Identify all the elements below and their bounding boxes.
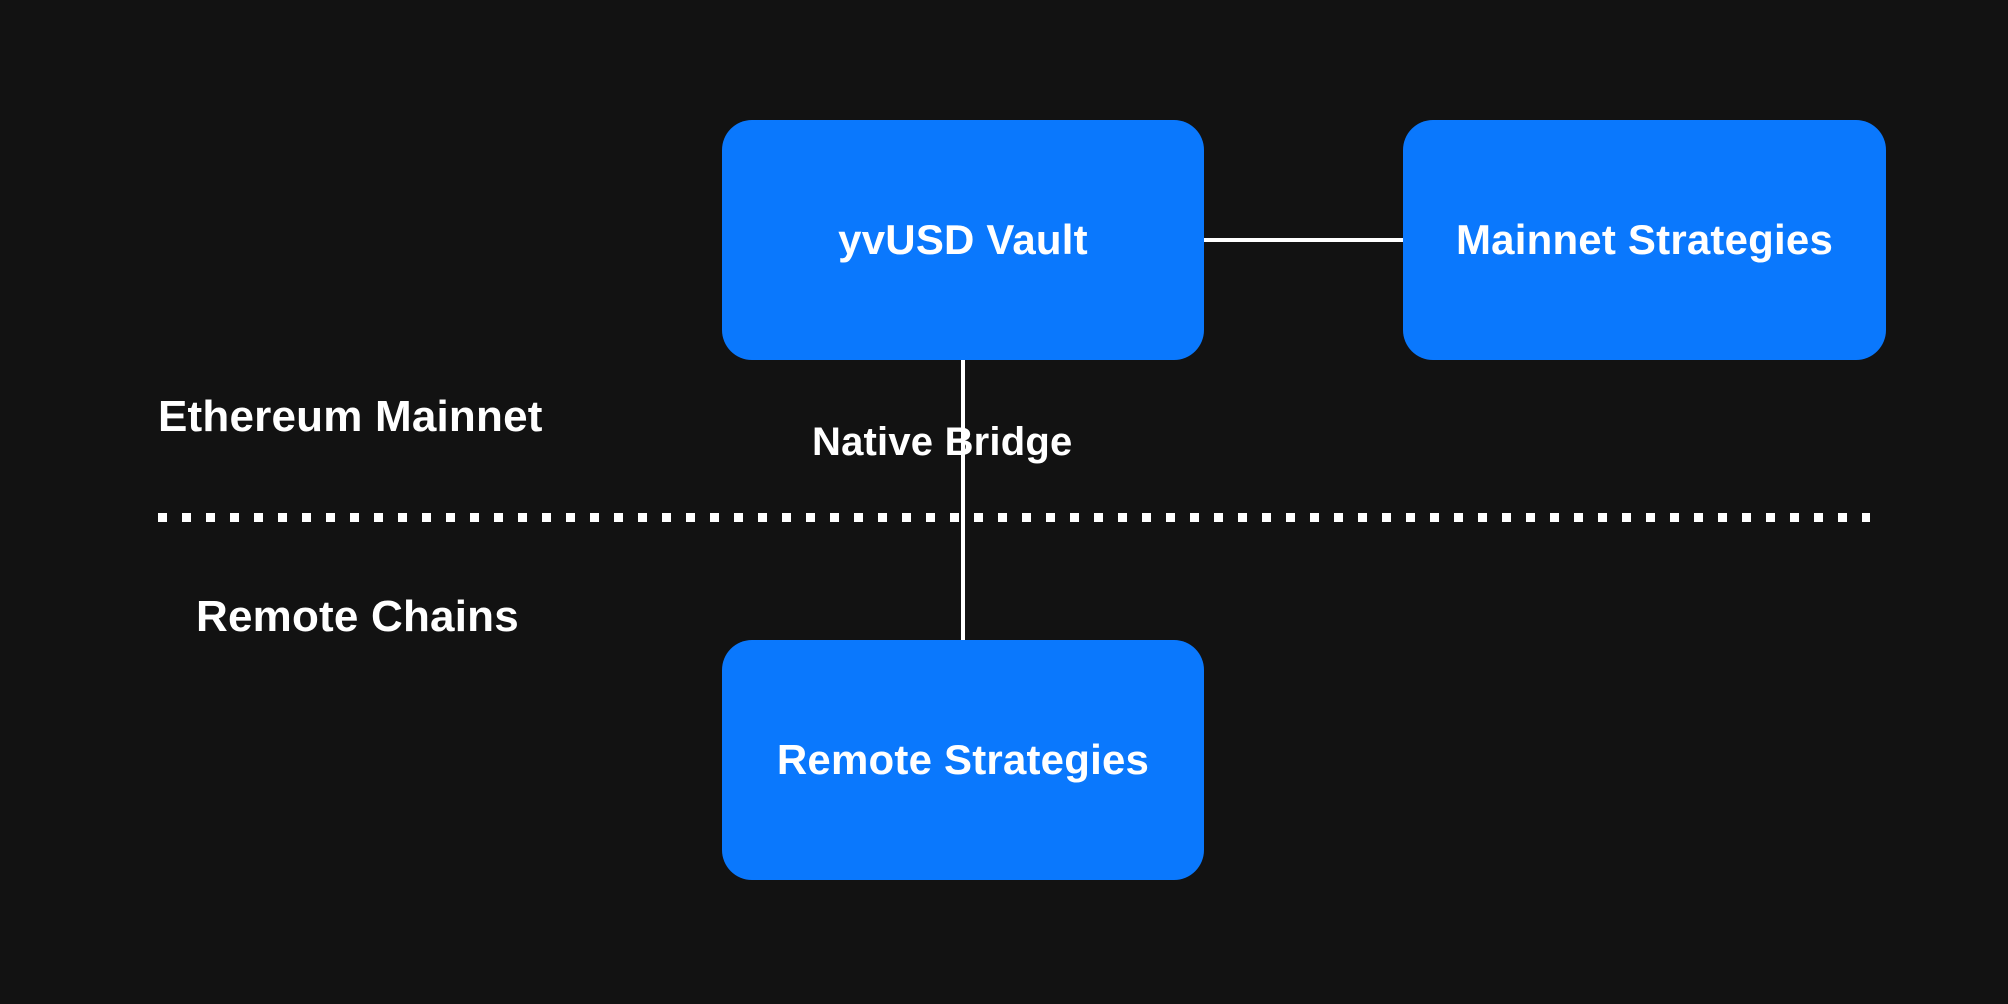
chain-divider xyxy=(158,513,1870,522)
zone-label-remote-chains: Remote Chains xyxy=(196,592,519,641)
zone-label-ethereum-mainnet: Ethereum Mainnet xyxy=(158,392,543,441)
node-label-mainnet-strategies: Mainnet Strategies xyxy=(1455,215,1834,263)
node-mainnet-strategies[interactable]: Mainnet Strategies xyxy=(1403,120,1886,360)
node-label-remote-strategies: Remote Strategies xyxy=(776,735,1150,783)
edge-label-native-bridge: Native Bridge xyxy=(812,420,1073,464)
node-label-yvusd-vault: yvUSD Vault xyxy=(838,215,1088,263)
edge-vault-to-mainnet-strategies xyxy=(1196,238,1410,242)
node-yvusd-vault[interactable]: yvUSD Vault xyxy=(722,120,1204,360)
node-remote-strategies[interactable]: Remote Strategies xyxy=(722,640,1204,880)
edge-vault-to-remote-strategies xyxy=(961,354,965,646)
